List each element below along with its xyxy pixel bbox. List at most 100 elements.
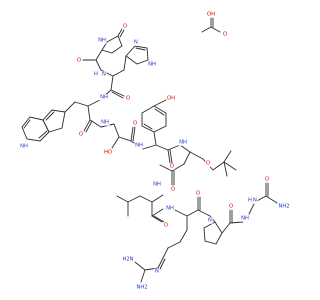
label-backing bbox=[93, 71, 99, 78]
bond bbox=[203, 221, 223, 245]
hydrazide-n-label: N bbox=[253, 198, 257, 204]
tbutyl-serine-residue bbox=[159, 144, 237, 186]
arginine-residue bbox=[134, 196, 211, 283]
pyro-o-label: O bbox=[123, 24, 127, 30]
bond bbox=[123, 55, 127, 71]
bond bbox=[110, 75, 114, 91]
label-backing bbox=[152, 181, 162, 188]
bond bbox=[151, 215, 163, 223]
label-backing bbox=[125, 95, 131, 102]
arg-n-label: N bbox=[155, 269, 159, 275]
label-backing bbox=[163, 222, 169, 229]
amide3-nh-label: NH bbox=[101, 120, 109, 126]
bond bbox=[135, 47, 146, 51]
acetic-oh-label: OH bbox=[207, 12, 215, 18]
urea-o-label: O bbox=[265, 177, 269, 183]
label-backing bbox=[178, 139, 188, 146]
bond bbox=[153, 215, 165, 223]
amide5-o-label: O bbox=[170, 164, 174, 170]
bond bbox=[155, 144, 169, 151]
bond bbox=[85, 120, 93, 133]
bond bbox=[132, 126, 136, 142]
bond bbox=[221, 222, 231, 234]
label-backing bbox=[207, 217, 213, 224]
bond bbox=[167, 241, 181, 249]
bond bbox=[265, 195, 278, 204]
bond bbox=[38, 130, 48, 139]
molecule-structure: OH O O NH O N H N NH NH O NH NH O HO OH … bbox=[19, 11, 291, 291]
acetic-acid bbox=[201, 17, 221, 33]
label-backing bbox=[121, 256, 135, 263]
amide6-o-label: O bbox=[171, 187, 175, 193]
amide7-o-label: O bbox=[196, 191, 200, 197]
label-backing bbox=[78, 131, 84, 138]
urea-nh2-label: NH2 bbox=[278, 204, 289, 210]
bond bbox=[210, 26, 221, 33]
histidine-residue bbox=[99, 45, 149, 101]
amide4-nh-label: NH bbox=[135, 143, 143, 149]
azaglycine-amide bbox=[248, 182, 278, 215]
bond bbox=[143, 123, 153, 130]
bond bbox=[21, 116, 50, 142]
label-backing bbox=[122, 23, 128, 30]
leucine-residue bbox=[116, 194, 165, 223]
bond bbox=[212, 161, 225, 171]
bond bbox=[119, 29, 125, 38]
pyroglutamyl-ring bbox=[82, 28, 125, 71]
label-backing bbox=[205, 160, 211, 167]
label-backing bbox=[134, 142, 144, 149]
bond bbox=[153, 99, 167, 107]
bond bbox=[118, 136, 132, 142]
label-backing bbox=[135, 284, 149, 291]
bond bbox=[100, 69, 114, 77]
acetic-o-label: O bbox=[223, 32, 227, 38]
bond bbox=[113, 123, 120, 138]
bond bbox=[64, 101, 76, 113]
label-backing bbox=[132, 120, 138, 127]
bond bbox=[154, 108, 165, 116]
his-nh-label: NH bbox=[148, 62, 156, 68]
bond bbox=[141, 105, 167, 133]
bond bbox=[167, 149, 171, 164]
pyro-nh-label: NH bbox=[98, 38, 106, 44]
label-backing bbox=[100, 119, 110, 126]
bond bbox=[189, 151, 204, 160]
leu-o-label: O bbox=[164, 223, 168, 229]
bond bbox=[134, 261, 146, 271]
bond bbox=[223, 161, 237, 171]
bond bbox=[127, 195, 141, 203]
amide5-nh-label: NH bbox=[179, 140, 187, 146]
molecule-canvas: OH O O NH O N H N NH NH O NH NH O HO OH … bbox=[19, 11, 291, 291]
bond bbox=[101, 35, 123, 54]
his-n-label: N bbox=[134, 40, 138, 46]
bond bbox=[87, 99, 101, 107]
bond bbox=[111, 91, 124, 99]
bond bbox=[159, 258, 166, 270]
bond bbox=[151, 194, 164, 203]
amide1-o-label: O bbox=[77, 58, 81, 64]
bond bbox=[45, 111, 55, 121]
pro-o-label: O bbox=[229, 204, 233, 210]
label-backing bbox=[277, 203, 291, 210]
bond bbox=[140, 269, 146, 283]
amide1-h-label: H bbox=[94, 72, 98, 78]
amide6-nh-label: NH bbox=[153, 182, 161, 188]
amide3-o-label: O bbox=[79, 132, 83, 138]
bond bbox=[167, 144, 181, 151]
atom-labels: OH O O NH O N H N NH NH O NH NH O HO OH … bbox=[19, 11, 291, 291]
bond bbox=[223, 150, 232, 163]
bond bbox=[171, 163, 185, 172]
bond bbox=[142, 144, 157, 150]
amide1-n-label: N bbox=[102, 72, 106, 78]
bond bbox=[179, 229, 188, 243]
arg-h2n-label: H2N bbox=[122, 257, 133, 263]
bond bbox=[116, 195, 129, 203]
label-backing bbox=[99, 94, 109, 101]
bond bbox=[201, 26, 212, 33]
bond bbox=[151, 208, 164, 217]
bond bbox=[112, 69, 125, 77]
amide4-o-label: O bbox=[133, 121, 137, 127]
bond bbox=[162, 247, 169, 259]
label-backing bbox=[165, 205, 175, 212]
bond bbox=[223, 161, 228, 177]
